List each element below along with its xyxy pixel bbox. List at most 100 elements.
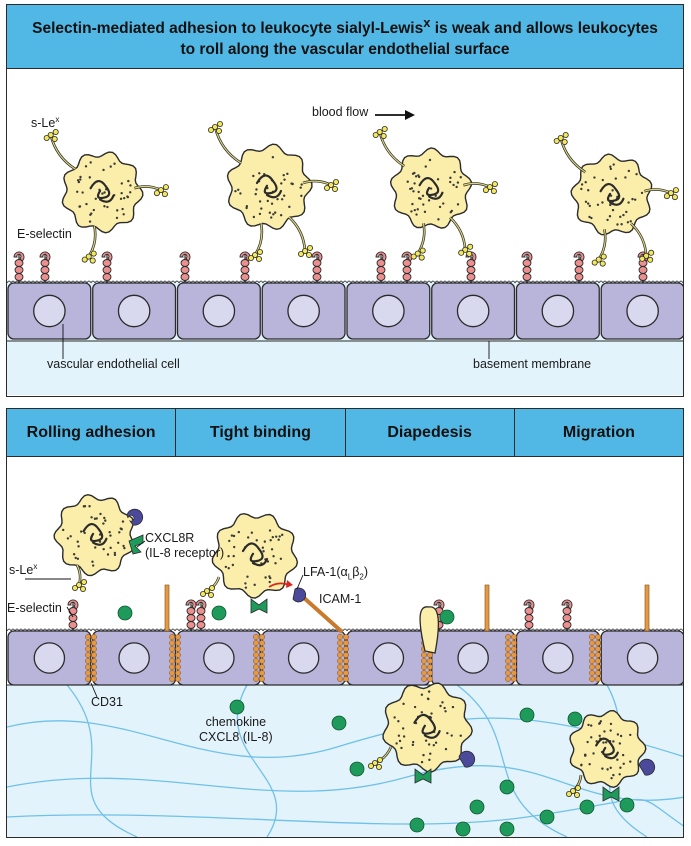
e-selectin-molecule: [101, 251, 113, 283]
blood-flow-label: blood flow: [312, 105, 369, 119]
e-selectin-molecule: [561, 599, 573, 631]
e-selectin-molecule: [195, 599, 207, 631]
cd31-bead: [169, 646, 175, 652]
leukocyte-membrane: [226, 143, 313, 231]
e-selectin-molecule: [523, 599, 535, 631]
cd31-bead: [343, 640, 349, 646]
chemokine-dot: [579, 799, 595, 815]
cd31-bead: [595, 652, 601, 658]
chemokine-rod: [484, 584, 490, 632]
chemokine-dot: [619, 797, 635, 813]
chemokine-dot: [499, 779, 515, 795]
leukocyte: [569, 709, 647, 789]
slex-ligand: [133, 184, 169, 198]
cd31-bead: [427, 658, 433, 664]
icam1-label: ICAM-1: [319, 592, 362, 606]
cd31-bead: [427, 676, 433, 682]
endothelial-nucleus: [541, 294, 575, 328]
slex-label: s-Lex: [31, 115, 60, 131]
endothelial-nucleus: [203, 642, 235, 674]
leukocyte-membrane: [211, 512, 299, 599]
endothelial-nucleus: [626, 642, 659, 674]
cd31-bead: [253, 640, 259, 646]
cd31-bead: [259, 646, 265, 652]
e-selectin-molecule: [185, 599, 197, 631]
cd31-bead: [511, 646, 517, 652]
tab-migration: Migration: [514, 409, 683, 456]
top-title-bar: Selectin-mediated adhesion to leukocyte …: [7, 5, 683, 69]
leukocyte: [570, 153, 653, 236]
tab-diapedesis: Diapedesis: [345, 409, 515, 456]
cd31-bead: [253, 664, 259, 670]
chemokine-dot: [519, 707, 535, 723]
cd31-bead: [337, 652, 343, 658]
green-receptor: [414, 768, 432, 784]
purple-receptor: [638, 758, 656, 776]
cd31-bead: [595, 640, 601, 646]
cd31-bead: [253, 634, 259, 640]
leukocyte: [389, 147, 473, 229]
lfa1-receptor: [292, 587, 307, 603]
arrow-head: [405, 110, 415, 120]
cd31-bead: [595, 664, 601, 670]
top-diagram: [7, 110, 683, 395]
cd31-bead: [91, 658, 97, 664]
cd31-bead: [589, 658, 595, 664]
cd31-bead: [337, 676, 343, 682]
leukocyte: [226, 143, 313, 231]
cd31-bead: [85, 658, 91, 664]
cd31-bead: [169, 634, 175, 640]
slex-ligand: [302, 179, 339, 193]
cd31-bead: [253, 670, 259, 676]
cd31-bead: [505, 652, 511, 658]
cd31-bead: [505, 676, 511, 682]
endothelial-nucleus: [118, 642, 150, 674]
top-panel: Selectin-mediated adhesion to leukocyte …: [6, 4, 684, 397]
cd31-bead: [589, 670, 595, 676]
endothelial-nucleus: [33, 294, 66, 328]
cd31-bead: [511, 634, 517, 640]
cd31-bead: [421, 670, 427, 676]
cd31-bead: [169, 652, 175, 658]
leukocyte: [211, 512, 299, 599]
endothelial-nucleus: [287, 294, 320, 328]
slex-ligand: [630, 222, 655, 263]
cd31-bead: [595, 658, 601, 664]
cd31-bead: [253, 646, 259, 652]
cd31-bead: [175, 664, 181, 670]
cd31-bead: [421, 652, 427, 658]
cd31-bead: [259, 664, 265, 670]
chemokine-dot: [211, 605, 227, 621]
cxcl8r-label: CXCL8R(IL-8 receptor): [145, 531, 225, 560]
cd31-bead: [421, 664, 427, 670]
cd31-bead: [259, 670, 265, 676]
chemokine-dot: [539, 809, 555, 825]
tab-tight-binding: Tight binding: [176, 409, 346, 456]
cd31-bead: [85, 664, 91, 670]
diapedesis-protrusion: [419, 606, 440, 654]
cd31-bead: [421, 658, 427, 664]
slex-ligand: [462, 181, 498, 195]
cd31-bead: [259, 634, 265, 640]
cd31-bead: [85, 676, 91, 682]
title-sup: x: [423, 15, 431, 31]
cd31-bead: [511, 652, 517, 658]
e-selectin-molecule: [401, 251, 413, 283]
cd31-bead: [85, 646, 91, 652]
slex-ligand: [553, 132, 587, 174]
matrix-fiber: [456, 684, 568, 837]
leukocyte: [53, 493, 136, 577]
cd31-bead: [343, 658, 349, 664]
chemokine-dot: [567, 711, 583, 727]
chemokine-rod: [644, 584, 650, 632]
endothelial-nucleus: [117, 294, 151, 328]
cd31-bead: [343, 634, 349, 640]
leukocyte: [382, 682, 473, 773]
cd31-bead: [85, 634, 91, 640]
slex-ligand: [81, 225, 97, 264]
signal-arrow-head: [286, 580, 293, 588]
e-selectin-molecule: [573, 251, 585, 283]
cd31-bead: [169, 670, 175, 676]
slex-label-2: s-Lex: [9, 562, 38, 578]
